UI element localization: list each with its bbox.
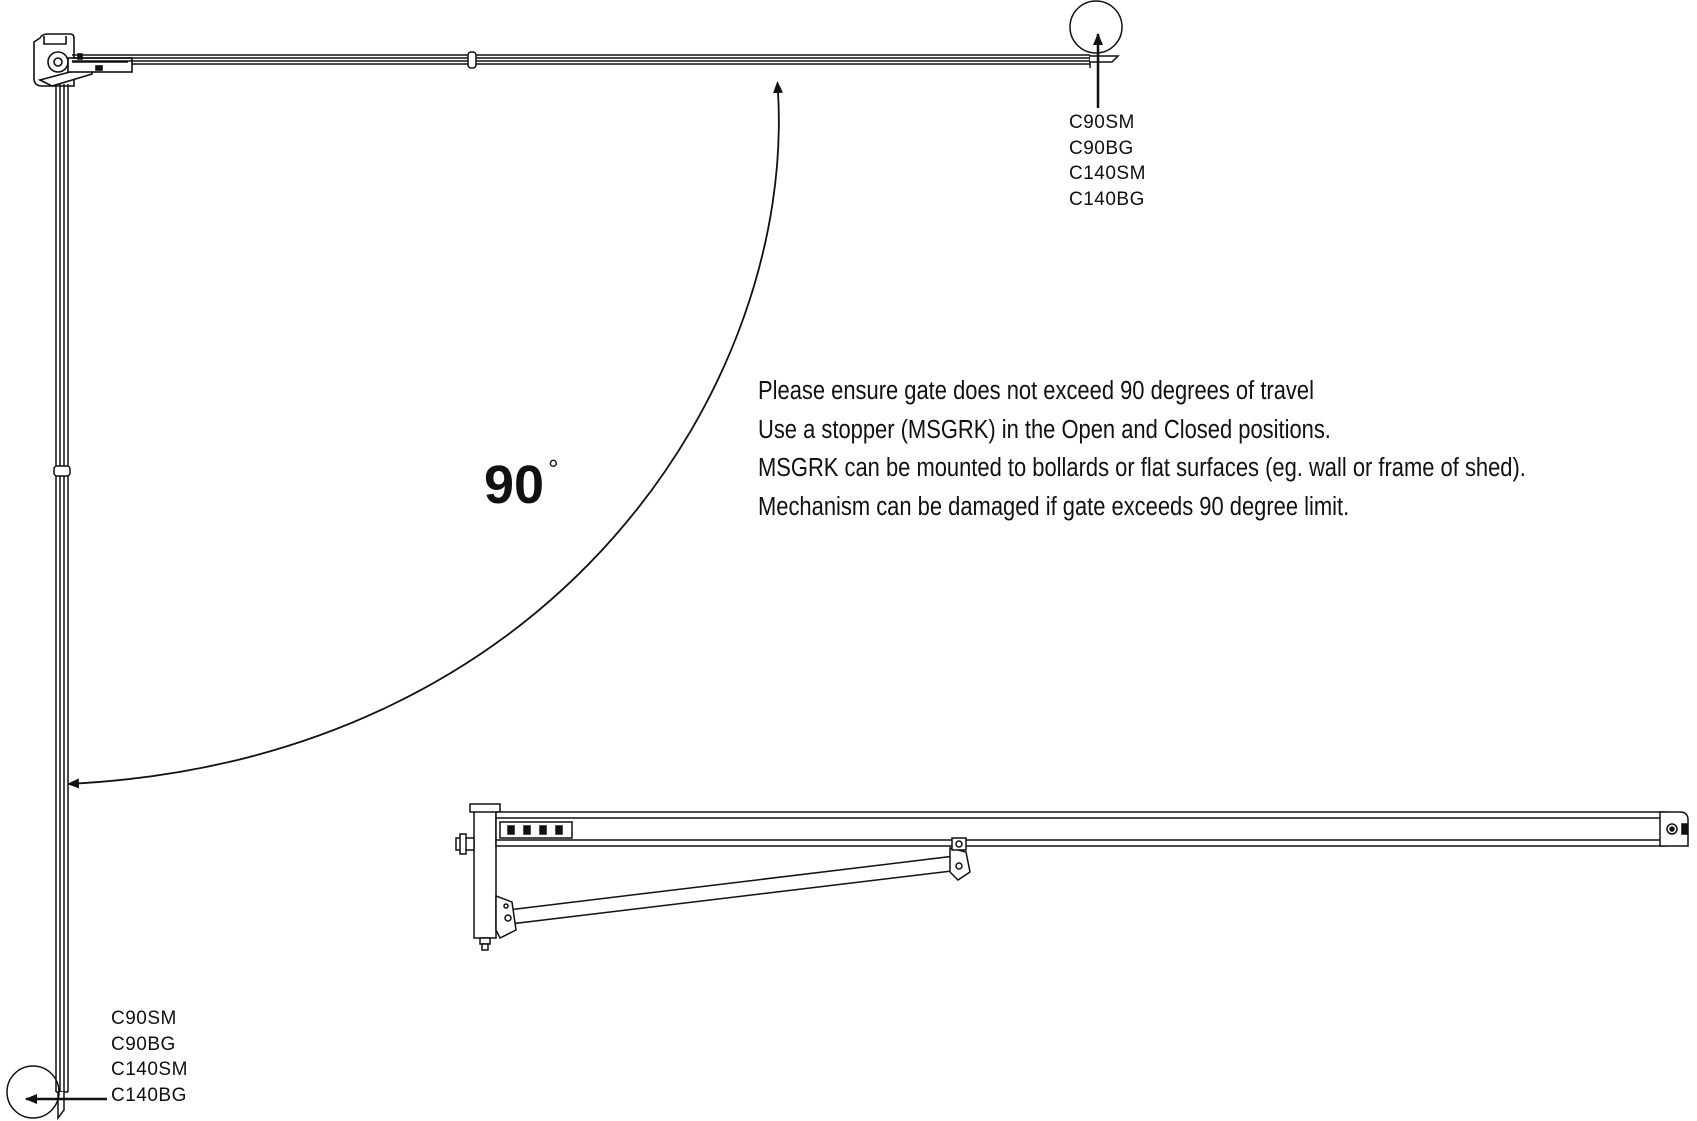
note-line: MSGRK can be mounted to bollards or flat… — [758, 454, 1526, 482]
model-codes-bottom: C90SM C90BG C140SM C140BG — [111, 1006, 188, 1108]
model-code: C140SM — [1069, 163, 1146, 184]
model-code: C90SM — [1069, 112, 1135, 133]
note-line: Please ensure gate does not exceed 90 de… — [758, 377, 1314, 405]
opener-mechanism-top — [33, 33, 133, 87]
model-code: C90BG — [1069, 137, 1134, 159]
stopper-location-top — [1069, 0, 1123, 108]
model-code: C140BG — [1069, 188, 1145, 210]
travel-arc-arrow — [67, 81, 784, 789]
instruction-notes: Please ensure gate does not exceed 90 de… — [758, 372, 1526, 526]
stopper-location-bottom — [6, 1065, 107, 1119]
model-codes-top: C90SM C90BG C140SM C140BG — [1069, 110, 1146, 212]
gate-open-position — [72, 51, 1120, 69]
angle-value: 90 — [484, 455, 545, 515]
angle-label: 90° — [484, 455, 558, 515]
note-line: Mechanism can be damaged if gate exceeds… — [758, 492, 1350, 521]
note-line: Use a stopper (MSGRK) in the Open and Cl… — [758, 415, 1331, 444]
model-code: C90BG — [111, 1033, 176, 1055]
model-code: C90SM — [111, 1008, 177, 1029]
model-code: C140BG — [111, 1084, 187, 1106]
gate-closed-position — [53, 84, 71, 1121]
model-code: C140SM — [111, 1059, 188, 1080]
opener-side-view — [455, 803, 1689, 951]
angle-unit: ° — [548, 454, 559, 484]
